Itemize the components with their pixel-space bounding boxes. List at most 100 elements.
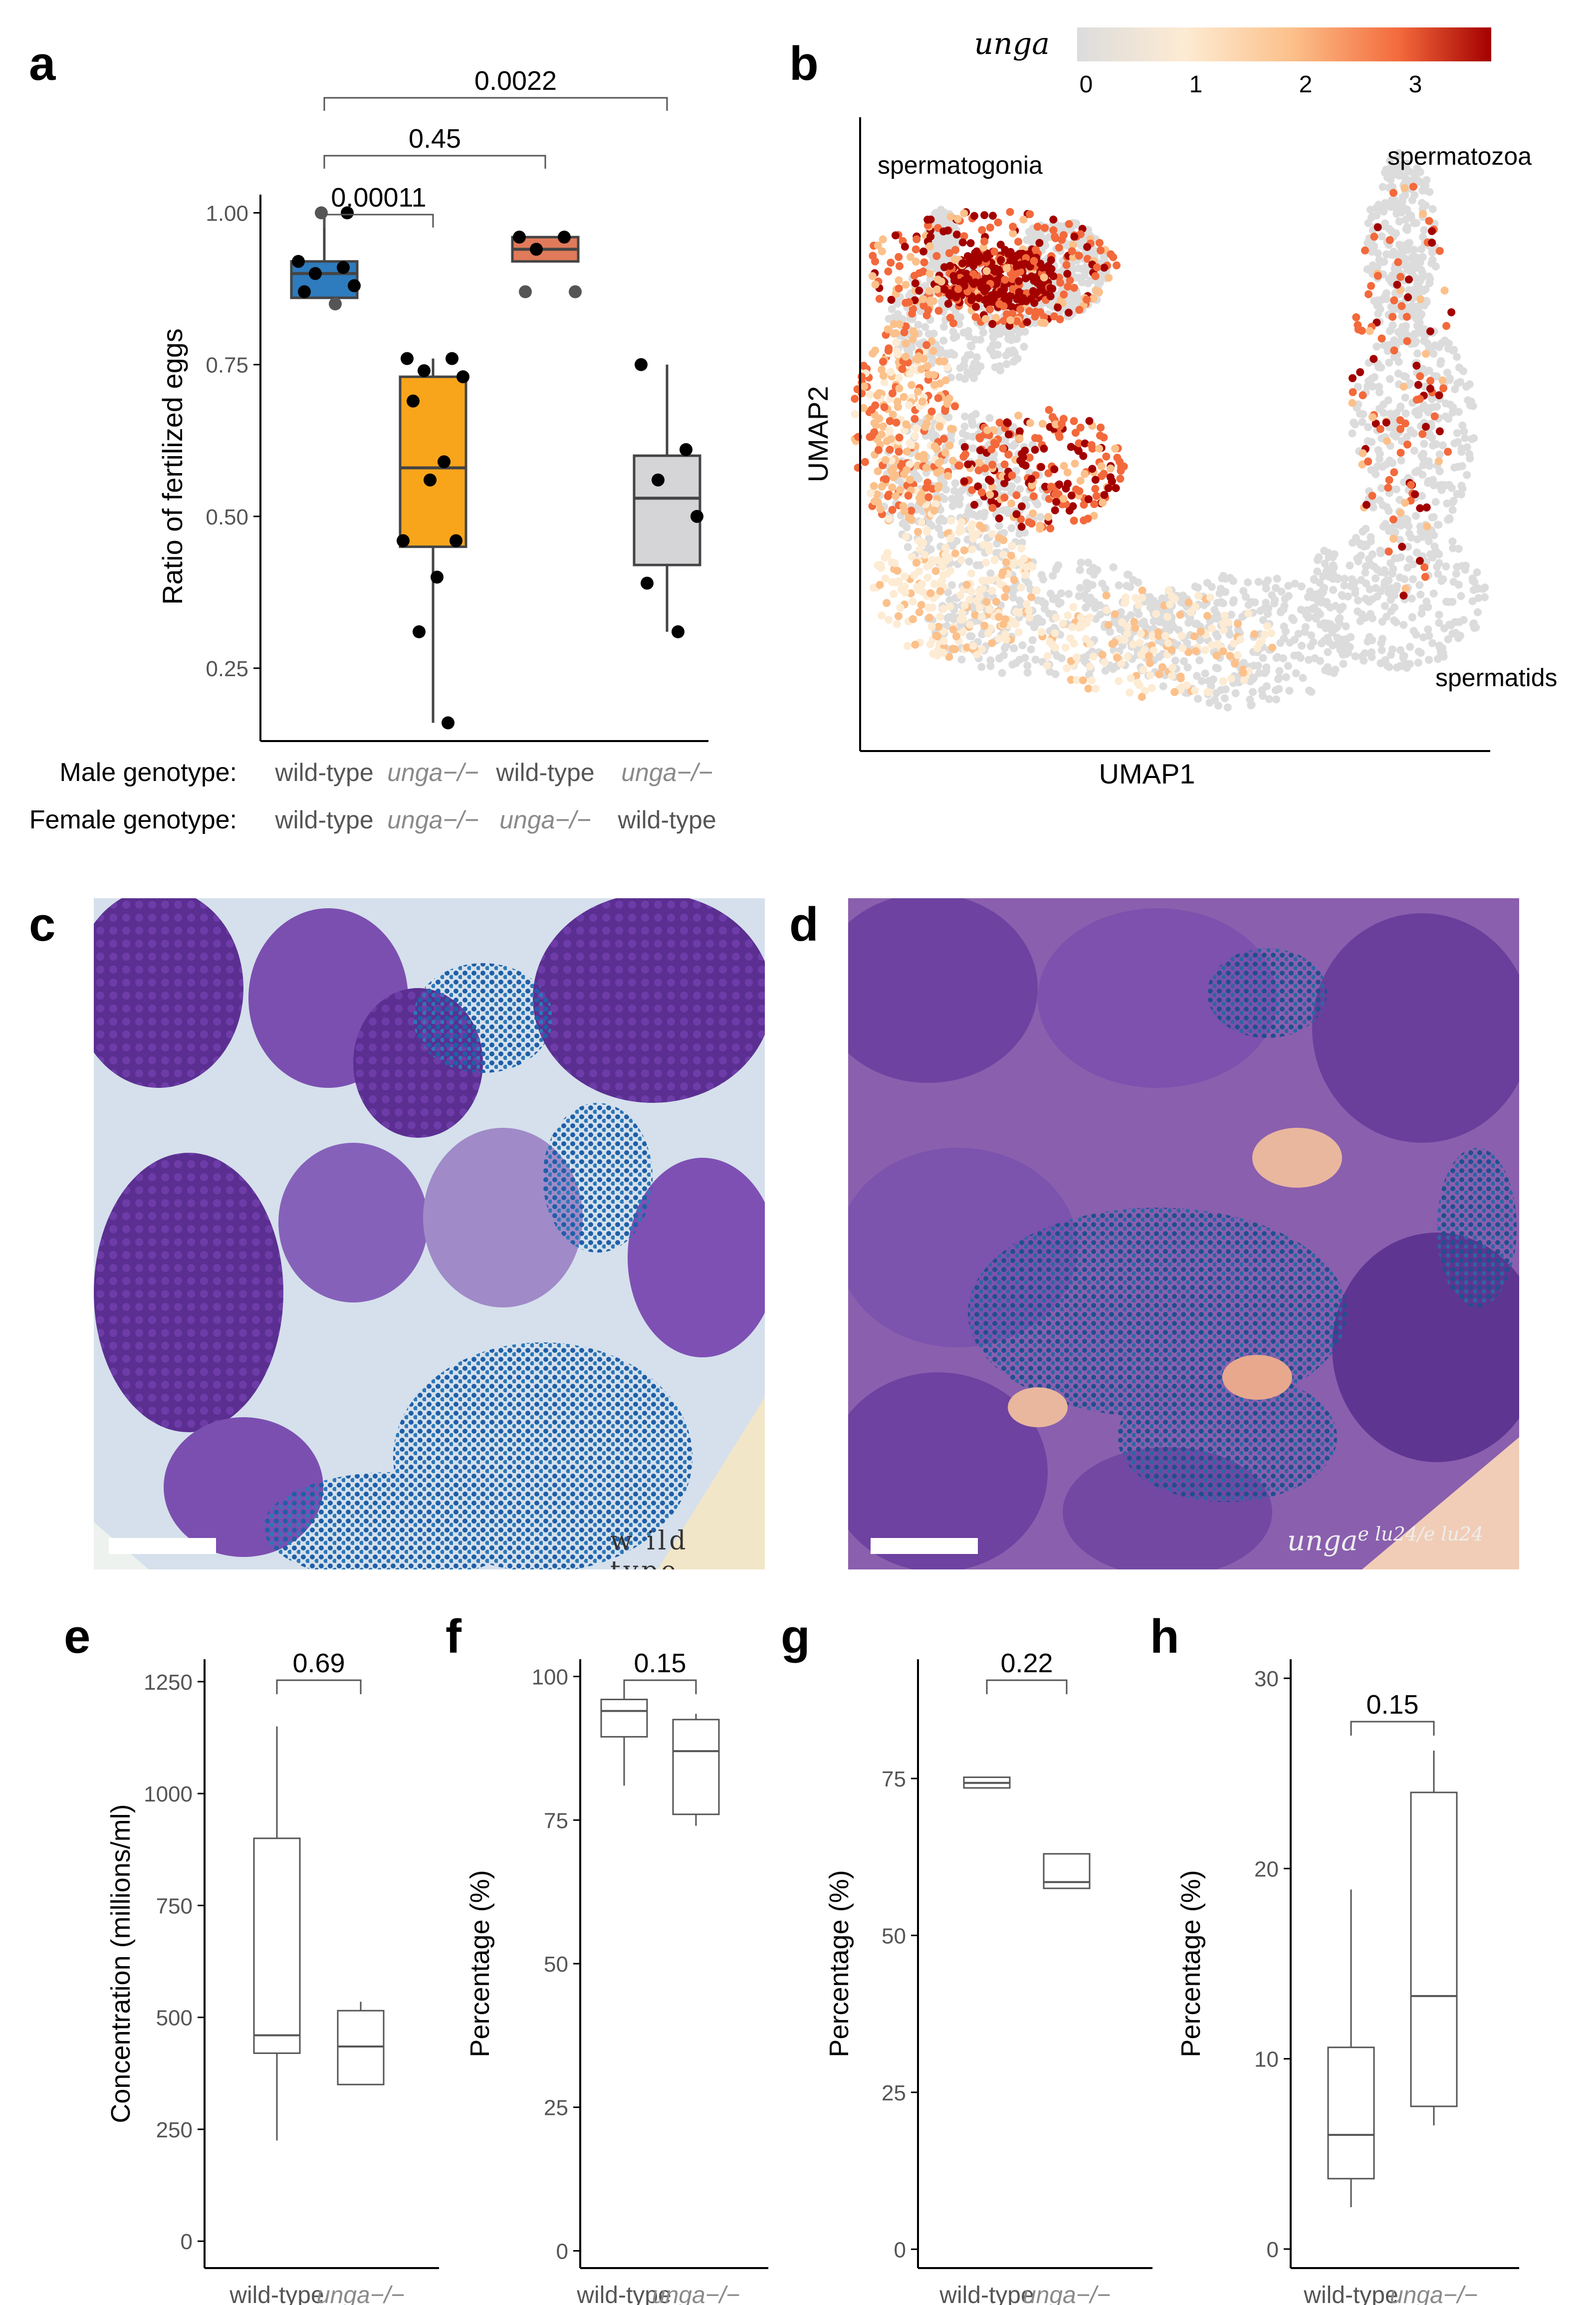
umap-expressing-cell-point bbox=[919, 248, 927, 256]
umap-cell-point bbox=[1412, 512, 1420, 520]
umap-expressing-cell-point bbox=[1364, 458, 1372, 466]
umap-expressing-cell-point bbox=[952, 231, 961, 239]
umap-expressing-cell-point bbox=[1267, 629, 1276, 637]
umap-cell-point bbox=[1272, 695, 1280, 704]
x-category-label: unga−/− bbox=[317, 2282, 405, 2305]
histology-c-drawing bbox=[94, 898, 765, 1569]
umap-expressing-cell-point bbox=[1129, 640, 1138, 649]
histology-d-drawing bbox=[848, 898, 1519, 1569]
umap-cell-point bbox=[1419, 233, 1427, 241]
umap-expressing-cell-point bbox=[1384, 547, 1393, 556]
umap-expressing-cell-point bbox=[1116, 475, 1125, 483]
umap-expressing-cell-point bbox=[1070, 516, 1078, 525]
umap-cell-point bbox=[1442, 562, 1450, 571]
umap-cell-point bbox=[1457, 448, 1466, 456]
umap-cell-point bbox=[924, 518, 932, 526]
umap-expressing-cell-point bbox=[1444, 448, 1452, 456]
umap-cell-point bbox=[1418, 253, 1427, 261]
umap-expressing-cell-point bbox=[1131, 624, 1140, 632]
umap-cell-point bbox=[1449, 544, 1457, 552]
umap-expressing-cell-point bbox=[980, 621, 988, 630]
umap-expressing-cell-point bbox=[874, 467, 882, 476]
umap-expressing-cell-point bbox=[1049, 272, 1058, 280]
umap-cell-point bbox=[1411, 176, 1420, 184]
umap-cell-point bbox=[1384, 396, 1392, 405]
umap-expressing-cell-point bbox=[1097, 462, 1106, 471]
umap-cell-point bbox=[1033, 500, 1042, 509]
umap-cell-point bbox=[1364, 423, 1372, 432]
umap-expressing-cell-point bbox=[887, 258, 895, 267]
umap-expressing-cell-point bbox=[997, 287, 1005, 295]
umap-cell-point bbox=[963, 432, 971, 440]
umap-cell-point bbox=[1480, 593, 1489, 601]
box bbox=[1410, 1792, 1458, 2107]
data-point bbox=[442, 716, 455, 730]
y-axis-label: Percentage (%) bbox=[465, 1870, 495, 2057]
umap-expressing-cell-point bbox=[1354, 325, 1363, 333]
umap-cell-point bbox=[1007, 349, 1016, 357]
umap-cell-point bbox=[1055, 599, 1063, 608]
umap-cell-point bbox=[1425, 656, 1433, 664]
umap-expressing-cell-point bbox=[1067, 443, 1075, 451]
umap-expressing-cell-point bbox=[932, 445, 941, 453]
umap-expressing-cell-point bbox=[1002, 585, 1011, 593]
umap-cell-point bbox=[1361, 649, 1369, 657]
umap-cell-point bbox=[1031, 655, 1040, 664]
umap-expressing-cell-point bbox=[1098, 651, 1107, 659]
umap-expressing-cell-point bbox=[936, 587, 944, 595]
umap-expressing-cell-point bbox=[858, 389, 866, 398]
umap-expressing-cell-point bbox=[1003, 293, 1011, 301]
umap-expressing-cell-point bbox=[1206, 593, 1214, 602]
umap-expressing-cell-point bbox=[980, 237, 988, 246]
umap-expressing-cell-point bbox=[1044, 512, 1053, 521]
umap-cell-point bbox=[1034, 596, 1042, 605]
umap-cell-point bbox=[942, 486, 950, 494]
umap-expressing-cell-point bbox=[1219, 619, 1227, 628]
umap-cell-point bbox=[1259, 692, 1267, 700]
umap-expressing-cell-point bbox=[1027, 272, 1036, 280]
umap-cell-point bbox=[1379, 409, 1388, 417]
umap-expressing-cell-point bbox=[1021, 259, 1029, 268]
umap-expressing-cell-point bbox=[1029, 509, 1037, 517]
umap-cell-point bbox=[1404, 542, 1412, 551]
umap-expressing-cell-point bbox=[1231, 659, 1239, 668]
umap-expressing-cell-point bbox=[1002, 635, 1011, 644]
colorbar-tick-2: 2 bbox=[1299, 71, 1313, 98]
umap-expressing-cell-point bbox=[1138, 693, 1146, 701]
umap-cell-point bbox=[1348, 575, 1356, 583]
umap-cell-point bbox=[903, 523, 911, 531]
umap-cell-point bbox=[943, 614, 952, 622]
umap-expressing-cell-point bbox=[868, 405, 876, 414]
x-category-label: wild-type bbox=[1303, 2282, 1398, 2305]
umap-expressing-cell-point bbox=[960, 443, 969, 451]
umap-cell-point bbox=[1448, 499, 1457, 507]
umap-expressing-cell-point bbox=[1052, 498, 1061, 506]
umap-expressing-cell-point bbox=[1396, 416, 1404, 424]
umap-cell-point bbox=[1184, 619, 1193, 627]
umap-cell-point bbox=[1419, 365, 1427, 373]
umap-expressing-cell-point bbox=[1349, 388, 1357, 396]
umap-expressing-cell-point bbox=[1061, 643, 1070, 652]
umap-expressing-cell-point bbox=[911, 279, 919, 287]
umap-expressing-cell-point bbox=[1097, 246, 1105, 255]
umap-expressing-cell-point bbox=[1111, 444, 1120, 453]
umap-cell-point bbox=[1401, 409, 1410, 418]
umap-cell-point bbox=[1343, 641, 1351, 649]
umap-expressing-cell-point bbox=[870, 419, 879, 427]
umap-expressing-cell-point bbox=[1103, 606, 1111, 614]
umap-expressing-cell-point bbox=[1263, 622, 1271, 630]
umap-expressing-cell-point bbox=[967, 524, 975, 532]
umap-expressing-cell-point bbox=[946, 602, 954, 611]
umap-expressing-cell-point bbox=[895, 262, 904, 270]
umap-cell-point bbox=[1410, 191, 1419, 199]
umap-cell-point bbox=[1363, 541, 1371, 550]
umap-expressing-cell-point bbox=[1089, 652, 1098, 661]
umap-expressing-cell-point bbox=[1083, 243, 1092, 251]
umap-expressing-cell-point bbox=[1033, 223, 1042, 231]
umap-cell-point bbox=[1339, 660, 1348, 668]
umap-cell-point bbox=[1180, 657, 1188, 665]
umap-expressing-cell-point bbox=[869, 252, 877, 260]
y-tick-label: 0 bbox=[1267, 2238, 1279, 2262]
umap-expressing-cell-point bbox=[887, 368, 895, 376]
umap-cell-point bbox=[888, 305, 896, 313]
